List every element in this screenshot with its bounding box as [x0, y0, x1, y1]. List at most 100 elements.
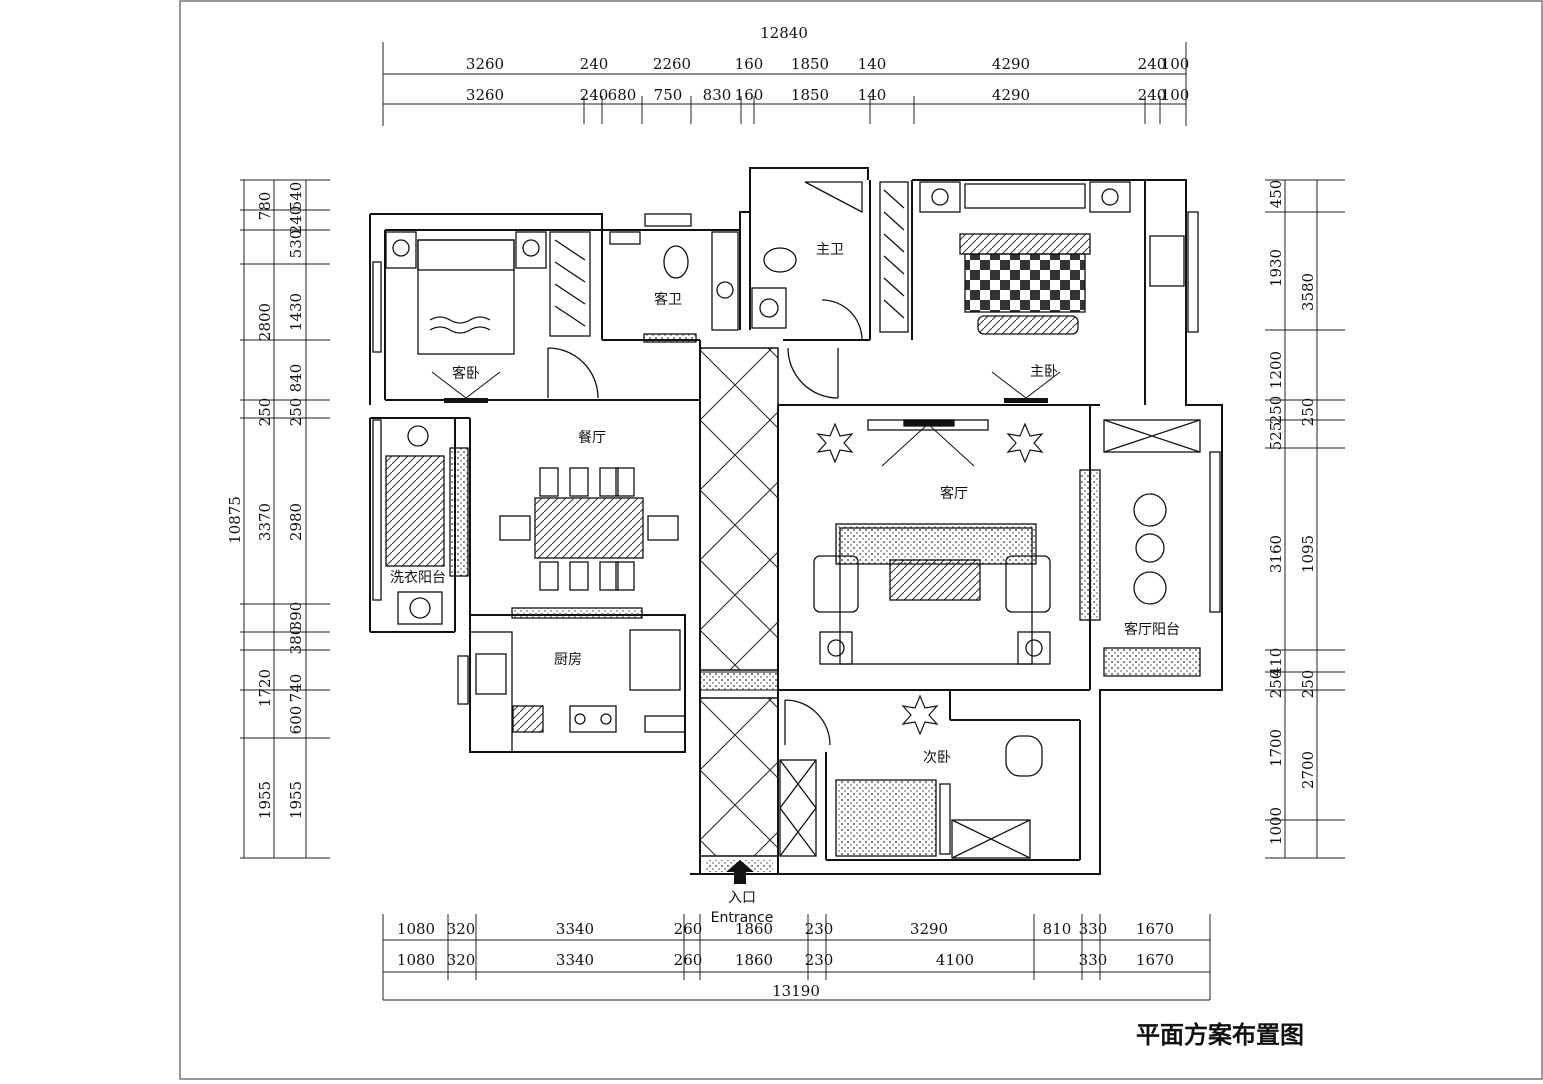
- dim-top-row1-text: 1850: [791, 55, 829, 73]
- guest-wardrobe: [549, 231, 591, 337]
- dim-bottom-row1-text: 230: [805, 920, 834, 938]
- dim-right-outer-text: 250: [1299, 398, 1317, 427]
- dim-top-row1-text: 240: [580, 55, 609, 73]
- dim-left-inner-text: 2980: [287, 503, 305, 541]
- entry-floor: [699, 697, 779, 857]
- dim-right-inner-text: 250: [1267, 670, 1285, 699]
- dim-left-outer-text: 2800: [256, 303, 274, 341]
- dim-left-outer-text: 3370: [256, 503, 274, 541]
- dim-left-inner-text: 1430: [287, 293, 305, 331]
- coffee-table: [889, 559, 981, 601]
- guest-toilet: [663, 245, 689, 279]
- dim-left-inner-text: 840: [287, 364, 305, 393]
- dim-bottom-row2: 1080 320 3340 260 1860 230 4100 330 1670: [397, 951, 1174, 969]
- label-master-bedroom: 主卧: [1030, 364, 1058, 380]
- dim-top-row2-text: 160: [735, 86, 764, 104]
- dim-right-outer-text: 3580: [1299, 273, 1317, 311]
- dim-bottom-row1-text: 260: [674, 920, 703, 938]
- dim-left-inner: 540 240 530 1430 840 250 2980 390 380 74…: [287, 182, 305, 819]
- label-living: 客厅: [940, 485, 968, 502]
- dim-top-row1-text: 140: [858, 55, 887, 73]
- dim-left-inner-text: 1955: [287, 781, 305, 819]
- dim-right-outer-text: 250: [1299, 670, 1317, 699]
- furniture: [372, 181, 1221, 859]
- dim-top-row1-text: 3260: [466, 55, 504, 73]
- dim-left-total: 10875: [226, 496, 244, 544]
- dim-left-inner-text: 390: [287, 602, 305, 631]
- plant-icons: [816, 422, 1044, 736]
- dim-bottom-row1-text: 320: [447, 920, 476, 938]
- dim-bottom-row1-text: 3340: [556, 920, 594, 938]
- dim-top-row1-text: 100: [1161, 55, 1190, 73]
- dim-left-outer-text: 1955: [256, 781, 274, 819]
- dim-top-row2-text: 830: [703, 86, 732, 104]
- dim-bottom-row2-text: 3340: [556, 951, 594, 969]
- threshold: [699, 671, 779, 691]
- dim-left-outer-text: 250: [256, 398, 274, 427]
- dim-bottom-row1-text: 1860: [735, 920, 773, 938]
- dim-bottom-row1-text: 1080: [397, 920, 435, 938]
- label-second-bedroom: 次卧: [923, 750, 951, 766]
- master-toilet: [763, 247, 797, 273]
- dim-top-total: 12840: [760, 24, 808, 42]
- dim-bottom-row2-text: 260: [674, 951, 703, 969]
- dim-top-row2: 3260 240 680 750 830 160 1850 140 4290 2…: [466, 86, 1189, 104]
- dim-left-inner-text: 380: [287, 626, 305, 655]
- label-guest-bedroom: 客卧: [452, 365, 480, 382]
- sofa: [835, 523, 1037, 565]
- dim-top-row1-text: 4290: [992, 55, 1030, 73]
- dimension-ticks: [240, 96, 1345, 980]
- label-dining: 餐厅: [578, 430, 606, 446]
- master-wardrobe: [879, 181, 909, 333]
- dim-right-inner-text: 250: [1267, 396, 1285, 425]
- dim-bottom-row1-text: 3290: [910, 920, 948, 938]
- dim-left-outer: 780 2800 250 3370 1720 1955: [256, 192, 274, 819]
- entrance-arrow-icon: [726, 860, 754, 884]
- label-living-balcony: 客厅阳台: [1124, 621, 1180, 638]
- dim-right-inner-text: 3160: [1267, 535, 1285, 573]
- master-door-sweep: [991, 371, 1061, 399]
- dim-left-inner-text: 250: [287, 398, 305, 427]
- dim-bottom-row2-text: 230: [805, 951, 834, 969]
- dim-top-row2-text: 4290: [992, 86, 1030, 104]
- dim-right-inner-text: 410: [1267, 648, 1285, 677]
- dim-right-inner-text: 525: [1267, 422, 1285, 451]
- dim-top-row2-text: 100: [1161, 86, 1190, 104]
- dim-top-row1-text: 2260: [653, 55, 691, 73]
- page-frame: [179, 0, 1543, 1080]
- guest-door-sweep: [431, 371, 501, 399]
- label-master-bath: 主卫: [816, 242, 844, 258]
- dim-bottom-row2-text: 1080: [397, 951, 435, 969]
- dim-bottom-row2-text: 4100: [936, 951, 974, 969]
- tv-view-lines: [881, 423, 975, 467]
- corridor-floor: [699, 347, 779, 671]
- dim-right-inner-text: 1200: [1267, 351, 1285, 389]
- dim-bottom-total: 13190: [772, 982, 820, 1000]
- dining-table: [534, 497, 644, 559]
- dim-top-row2-text: 140: [858, 86, 887, 104]
- dim-right-outer: 3580 250 1095 250 2700: [1299, 273, 1317, 789]
- dim-right-inner-text: 1700: [1267, 729, 1285, 767]
- dim-left-inner-text: 540: [287, 182, 305, 211]
- master-bed: [964, 253, 1086, 313]
- dim-left-outer-text: 1720: [256, 669, 274, 707]
- label-laundry-balcony: 洗衣阳台: [390, 570, 446, 586]
- dim-top-row2-text: 750: [654, 86, 683, 104]
- entrance-label-cn: 入口: [728, 890, 756, 906]
- dim-bottom-row2-text: 1670: [1136, 951, 1174, 969]
- dim-bottom-row2-text: 320: [447, 951, 476, 969]
- dim-top-row2-text: 240: [1138, 86, 1167, 104]
- dim-top-row1-text: 240: [1138, 55, 1167, 73]
- guest-door-bar: [444, 398, 488, 403]
- dim-left-outer-text: 780: [256, 192, 274, 221]
- dim-top-row1: 3260 240 2260 160 1850 140 4290 240 100: [466, 55, 1189, 73]
- dim-top-row2-text: 1850: [791, 86, 829, 104]
- dim-bottom-row2-text: 330: [1079, 951, 1108, 969]
- dim-right-inner: 450 1930 1200 250 525 3160 410 250 1700 …: [1267, 180, 1285, 845]
- dim-left-inner-text: 740: [287, 674, 305, 703]
- dim-bottom-row2-text: 1860: [735, 951, 773, 969]
- dim-top-row2-text: 680: [608, 86, 637, 104]
- second-bed: [835, 779, 937, 857]
- dim-left-inner-text: 530: [287, 230, 305, 259]
